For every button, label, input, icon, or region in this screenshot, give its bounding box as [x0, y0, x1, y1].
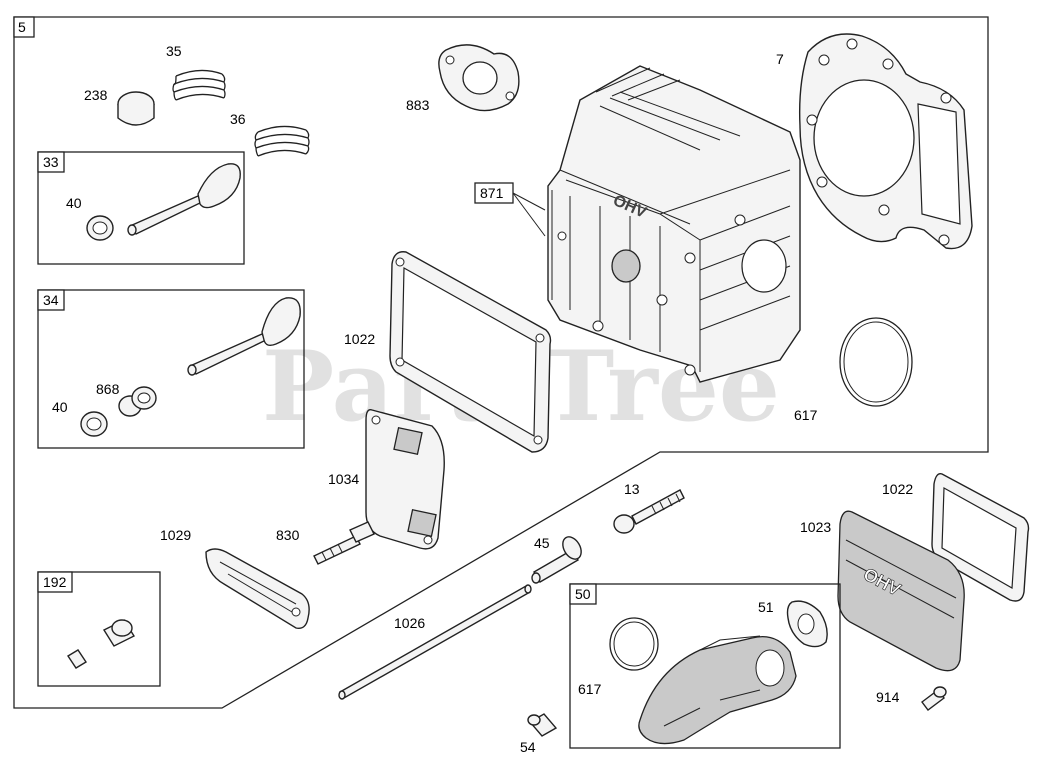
- part-40-valve-seal-upper[interactable]: [86, 215, 114, 241]
- main-group-number-box[interactable]: [13, 16, 35, 38]
- callout-35[interactable]: 35: [166, 43, 182, 59]
- part-35-spring[interactable]: [172, 69, 226, 101]
- callout-617-upper[interactable]: 617: [794, 407, 818, 423]
- subgroup-34-number-box[interactable]: [37, 289, 65, 311]
- subgroup-33-frame: [37, 151, 245, 265]
- callout-871[interactable]: 871: [480, 185, 504, 201]
- callout-51[interactable]: 51: [758, 599, 774, 615]
- callout-40-lower[interactable]: 40: [52, 399, 68, 415]
- part-871-leader-lower: [512, 192, 546, 237]
- part-1023-valve-cover[interactable]: OHV: [837, 510, 965, 672]
- callout-7[interactable]: 7: [776, 51, 784, 67]
- part-33-exhaust-valve[interactable]: [127, 163, 241, 236]
- subgroup-192-number-box[interactable]: [37, 571, 73, 593]
- callout-36[interactable]: 36: [230, 111, 246, 127]
- part-51-manifold-gasket[interactable]: [786, 600, 828, 648]
- callout-868[interactable]: 868: [96, 381, 120, 397]
- callout-54[interactable]: 54: [520, 739, 536, 755]
- part-7-head-gasket[interactable]: [799, 33, 973, 250]
- callout-1023[interactable]: 1023: [800, 519, 831, 535]
- callout-617-lower[interactable]: 617: [578, 681, 602, 697]
- subgroup-50-number: 50: [575, 586, 591, 602]
- part-1026-push-rod[interactable]: [338, 584, 532, 700]
- cylinder-head-casting[interactable]: OHV: [547, 65, 801, 383]
- part-617-o-ring-lower[interactable]: [609, 617, 659, 671]
- part-868-valve-guide-seal[interactable]: [118, 386, 157, 417]
- subgroup-33-number: 33: [43, 154, 59, 170]
- callout-1022-right[interactable]: 1022: [882, 481, 913, 497]
- callout-830[interactable]: 830: [276, 527, 300, 543]
- callout-914[interactable]: 914: [876, 689, 900, 705]
- callout-1022-left[interactable]: 1022: [344, 331, 375, 347]
- part-830-rocker-stud[interactable]: [313, 521, 375, 565]
- part-13-head-bolt[interactable]: [613, 489, 685, 534]
- part-54-screw[interactable]: [527, 713, 558, 737]
- part-883-exhaust-gasket[interactable]: [438, 44, 520, 112]
- part-1029-push-rod-guide[interactable]: [205, 548, 310, 629]
- subgroup-192-number: 192: [43, 574, 67, 590]
- part-36-spring[interactable]: [254, 125, 310, 157]
- callout-883[interactable]: 883: [406, 97, 430, 113]
- subgroup-34-number: 34: [43, 292, 59, 308]
- part-45-rocker-arm[interactable]: [531, 534, 585, 584]
- subgroup-50-number-box[interactable]: [569, 583, 597, 605]
- part-40-valve-seal-lower[interactable]: [80, 411, 108, 437]
- callout-13[interactable]: 13: [624, 481, 640, 497]
- callout-1026[interactable]: 1026: [394, 615, 425, 631]
- callout-40-upper[interactable]: 40: [66, 195, 82, 211]
- part-1022-valve-cover-gasket-left[interactable]: [389, 251, 552, 453]
- part-1034-breather-plate[interactable]: [365, 409, 445, 550]
- callout-238[interactable]: 238: [84, 87, 108, 103]
- part-192-jam-nut[interactable]: [67, 649, 87, 669]
- part-50-intake-manifold[interactable]: [638, 635, 797, 745]
- main-group-number: 5: [18, 19, 26, 35]
- callout-45[interactable]: 45: [534, 535, 550, 551]
- callout-1034[interactable]: 1034: [328, 471, 359, 487]
- part-192-adjusting-screw[interactable]: [102, 619, 136, 647]
- part-617-o-ring-upper[interactable]: [839, 317, 913, 407]
- main-group-frame: [13, 16, 989, 709]
- part-914-valve-cover-screw[interactable]: [921, 686, 947, 711]
- subgroup-192-frame: [37, 571, 161, 687]
- part-238-valve-cap[interactable]: [117, 91, 155, 126]
- subgroup-34-frame: [37, 289, 305, 449]
- callout-1029[interactable]: 1029: [160, 527, 191, 543]
- subgroup-33-number-box[interactable]: [37, 151, 65, 173]
- part-34-intake-valve[interactable]: [187, 297, 301, 376]
- part-871-leader-upper: [512, 192, 546, 211]
- subgroup-50-frame: [569, 583, 841, 749]
